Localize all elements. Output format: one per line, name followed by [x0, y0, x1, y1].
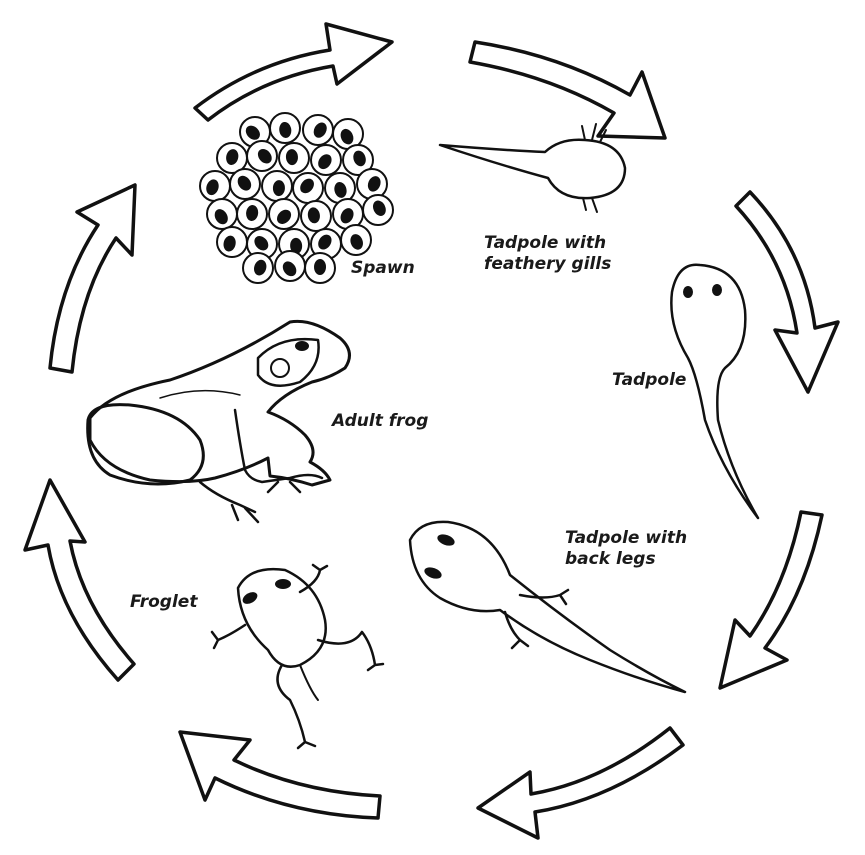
cycle-arrow: [180, 732, 380, 818]
froglet-illustration: [212, 565, 383, 748]
cycle-arrow: [50, 185, 135, 372]
adult-frog-illustration: [88, 321, 350, 522]
cycle-arrow: [195, 24, 392, 120]
label-froglet: Froglet: [130, 592, 197, 613]
cycle-arrow: [470, 42, 665, 138]
label-adult-frog: Adult frog: [332, 411, 428, 432]
label-tadpole-with-feathery-gills: Tadpole with feathery gills: [484, 233, 611, 275]
cycle-arrow: [736, 192, 838, 392]
label-tadpole-with-back-legs: Tadpole with back legs: [565, 528, 687, 570]
cycle-arrow: [25, 480, 134, 680]
cycle-arrow: [478, 728, 683, 838]
label-tadpole: Tadpole: [612, 370, 686, 391]
label-spawn: Spawn: [351, 258, 415, 279]
cycle-arrow: [720, 512, 822, 688]
tadpole-illustration: [671, 265, 758, 518]
